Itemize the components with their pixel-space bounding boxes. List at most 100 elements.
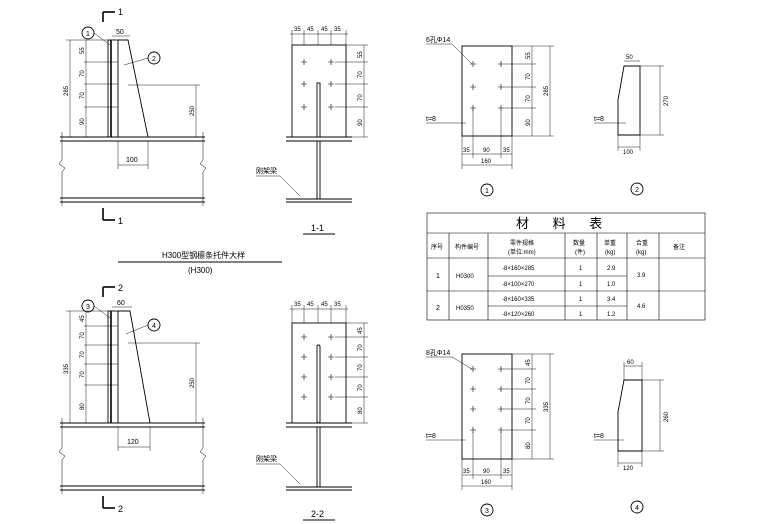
bolt-hole (328, 394, 334, 400)
detail-subtitle: (H300) (188, 266, 213, 275)
beam-label: 刚架梁 (256, 166, 277, 175)
bolt-hole (301, 59, 307, 65)
part-number-4 (630, 500, 644, 514)
dim-text: 90 (483, 469, 490, 475)
dim-text: 45 (307, 302, 314, 308)
dim-text: 70 (80, 70, 86, 77)
bolt-hole (301, 354, 307, 360)
break-mark (58, 132, 66, 206)
dim-text: 35 (463, 469, 470, 475)
bolt-hole (301, 334, 307, 340)
plate-2-detail: 50 270 t=8 100 2 (594, 55, 670, 196)
dim-text: 335 (64, 363, 70, 374)
dim-text: 70 (358, 344, 364, 351)
stiffener-outline (617, 379, 643, 452)
dim-text: 70 (358, 71, 364, 78)
th-spec: 零件规格 (510, 239, 534, 247)
balloon-3-text: 3 (86, 304, 90, 311)
bolt-hole (498, 84, 504, 90)
section-mark-2-top: 2 (118, 283, 123, 293)
plate-outline (291, 322, 347, 424)
stiffener-section (316, 82, 321, 138)
dim-text: 70 (526, 417, 532, 424)
dim-text: 50 (116, 29, 124, 36)
section-title-2-2: 2-2 (311, 509, 324, 519)
bolt-hole (328, 334, 334, 340)
elevation-1: 1 1 55 70 70 90 285 250 (58, 7, 207, 226)
dim-text: 80 (526, 442, 532, 449)
part-number-4-text: 4 (635, 505, 639, 512)
leader-line (125, 324, 149, 335)
bolt-holes (470, 61, 504, 111)
table-cell-qty: 1 (579, 312, 583, 318)
table-title: 材 料 表 (516, 216, 612, 231)
break-mark (199, 132, 207, 206)
bolt-hole (301, 374, 307, 380)
balloon-2-text: 2 (152, 56, 156, 63)
dim-text: 260 (664, 411, 670, 422)
table-cell-total: 4.6 (637, 304, 646, 310)
dim-text: 70 (526, 377, 532, 384)
dim-text: 70 (358, 384, 364, 391)
bolt-hole (328, 354, 334, 360)
part-number-2-text: 2 (635, 187, 639, 194)
section-2-2: 35 45 45 35 45 70 70 70 80 刚架梁 2-2 (256, 302, 368, 521)
dim-text: 90 (358, 119, 364, 126)
bolt-hole (470, 84, 476, 90)
dim-text: 250 (190, 377, 196, 388)
thickness-note: t=8 (594, 433, 604, 440)
table-cell-spec: -8×100×270 (502, 282, 535, 288)
table-cell-spec: -8×160×285 (502, 266, 535, 272)
th-qty-unit: (件) (575, 248, 585, 256)
table-cell-no: 1 (436, 273, 440, 280)
bolt-hole (498, 61, 504, 67)
dim-text: 250 (190, 105, 196, 116)
break-mark (58, 418, 66, 494)
dim-text: 285 (64, 85, 70, 96)
dim-text: 70 (80, 332, 86, 339)
dim-text: 45 (526, 359, 532, 366)
leader-line (279, 175, 301, 197)
dim-text: 335 (544, 401, 550, 412)
part-number-1 (480, 183, 494, 197)
dim-text: 285 (544, 85, 550, 96)
table-cell-unit: 1.2 (607, 312, 616, 318)
bolt-hole (301, 394, 307, 400)
dim-text: 55 (358, 51, 364, 58)
th-remark: 备注 (673, 243, 685, 251)
bolt-hole (498, 386, 504, 392)
detail-title-block: H300型钢檩条托件大样 (H300) (118, 250, 282, 275)
dim-text: 45 (321, 27, 328, 33)
dim-text: 35 (294, 27, 301, 33)
dim-text: 80 (358, 407, 364, 414)
table-cell-qty: 1 (579, 282, 583, 288)
balloon-1-text: 1 (86, 31, 90, 38)
stiffener-outline (617, 65, 641, 136)
part-number-2 (630, 182, 644, 196)
leader-line (279, 463, 301, 485)
break-mark (199, 418, 207, 494)
bolt-hole (328, 81, 334, 87)
table-cell-unit: 1.0 (607, 282, 616, 288)
section-mark-1-top: 1 (118, 7, 123, 17)
dim-text: 100 (623, 150, 634, 156)
plate-1-edge (107, 39, 119, 138)
dim-text: 100 (126, 157, 138, 164)
leader-line (93, 32, 111, 46)
dim-text: 35 (503, 469, 510, 475)
table-cell-qty: 1 (579, 266, 583, 272)
dim-text: 55 (80, 47, 86, 54)
bolt-hole (470, 406, 476, 412)
table-cell-no: 2 (436, 305, 440, 312)
dim-text: 55 (526, 52, 532, 59)
table-cell-unit: 2.9 (607, 266, 616, 272)
dim-text: 45 (307, 27, 314, 33)
dim-text: 45 (80, 315, 86, 322)
table-cell-total: 3.9 (637, 273, 646, 279)
table-cell-qty: 1 (579, 297, 583, 303)
section-1-1: 35 45 45 35 55 70 70 90 刚架梁 1-1 (256, 27, 368, 235)
part-number-3 (480, 503, 494, 517)
thickness-note: t=8 (426, 433, 436, 440)
th-total-weight: 合重 (636, 239, 648, 247)
dim-text: 50 (626, 55, 633, 61)
